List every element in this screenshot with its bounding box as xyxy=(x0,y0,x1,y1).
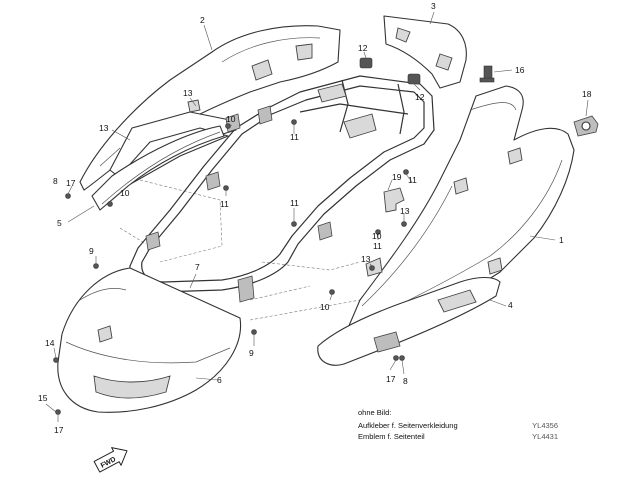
leader-lines xyxy=(45,11,589,422)
callout-8-left: 8 xyxy=(53,176,58,186)
part-4-lower-trim xyxy=(317,276,501,366)
callout-13-right: 13 xyxy=(400,206,410,216)
callout-11-lower: 11 xyxy=(373,241,382,251)
not-pictured-legend: ohne Bild: Aufkleber f. Seitenverkleidun… xyxy=(358,407,558,442)
callout-13-left: 13 xyxy=(99,123,109,133)
fwd-arrow: FWD xyxy=(93,447,128,473)
callout-10-lower: 10 xyxy=(320,302,330,312)
callout-17-bottom: 17 xyxy=(54,425,64,435)
callout-16: 16 xyxy=(515,65,525,75)
callout-11-left: 11 xyxy=(220,199,229,209)
callout-9-lower: 9 xyxy=(249,348,254,358)
callout-5: 5 xyxy=(57,218,62,228)
callout-17-left: 17 xyxy=(66,178,76,188)
callout-14: 14 xyxy=(45,338,55,348)
legend-item-code: YL4356 xyxy=(532,421,558,430)
part-5-left-inner-panel xyxy=(91,125,225,211)
part-19-bracket xyxy=(383,187,405,213)
legend-row: Emblem f. Seitenteil YL4431 xyxy=(358,431,558,442)
legend-row: Aufkleber f. Seitenverkleidung YL4356 xyxy=(358,420,558,431)
legend-heading: ohne Bild: xyxy=(358,408,392,417)
callout-17-right: 17 xyxy=(386,374,396,384)
callout-3: 3 xyxy=(431,1,436,11)
callout-10-left: 10 xyxy=(120,188,130,198)
part-6-rear-lower-cover xyxy=(57,267,242,413)
callout-11-center: 11 xyxy=(290,198,299,208)
callout-12-top: 12 xyxy=(358,43,368,53)
callout-11-right: 11 xyxy=(408,175,417,185)
callout-13-lower: 13 xyxy=(361,254,371,264)
callout-numbers: 2 3 12 12 16 18 13 10 11 13 11 8 17 10 1… xyxy=(38,1,592,435)
callout-2: 2 xyxy=(200,15,205,25)
callout-10-upper: 10 xyxy=(226,114,236,124)
callout-10-right: 10 xyxy=(372,231,382,241)
legend-item-label: Aufkleber f. Seitenverkleidung xyxy=(358,421,458,430)
callout-18: 18 xyxy=(582,89,592,99)
part-18-lamp xyxy=(573,115,599,137)
callout-8-right: 8 xyxy=(403,376,408,386)
legend-item-code: YL4431 xyxy=(532,432,558,441)
callout-9-left: 9 xyxy=(89,246,94,256)
callout-11-upper: 11 xyxy=(290,132,299,142)
callout-13-upper: 13 xyxy=(183,88,193,98)
callout-1: 1 xyxy=(559,235,564,245)
legend-item-label: Emblem f. Seitenteil xyxy=(358,432,425,441)
callout-4: 4 xyxy=(508,300,513,310)
part-3-rear-top-panel xyxy=(383,15,467,89)
callout-15: 15 xyxy=(38,393,48,403)
callout-6: 6 xyxy=(217,375,222,385)
callout-7: 7 xyxy=(195,262,200,272)
callout-12-lower: 12 xyxy=(415,92,425,102)
callout-19: 19 xyxy=(392,172,402,182)
